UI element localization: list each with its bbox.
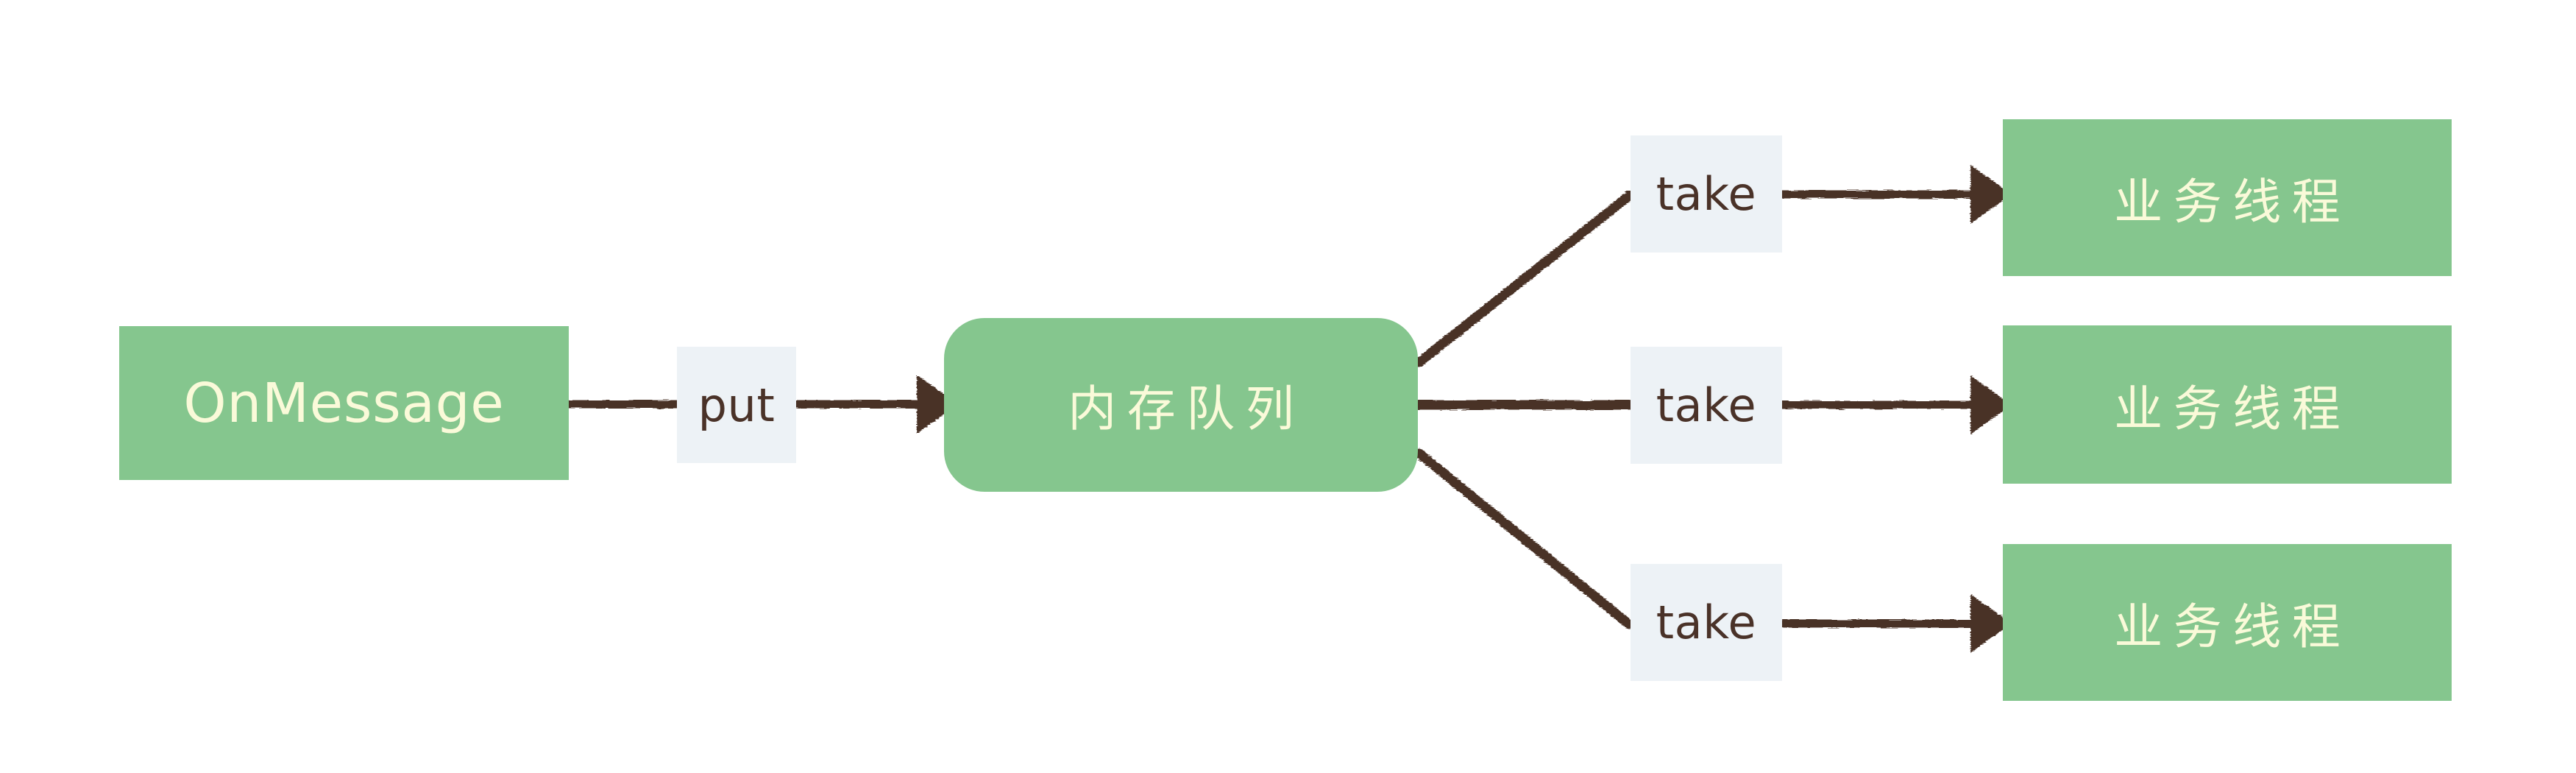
edge-label-take-3[interactable]: take [1631,564,1782,681]
node-queue[interactable]: 内存队列 [944,318,1418,492]
node-worker-1-label: 业务线程 [2114,173,2352,230]
node-worker-1[interactable]: 业务线程 [2003,119,2452,276]
edge-label-put-text: put [698,378,776,432]
arrowhead-take2 [1970,375,2012,434]
node-queue-label: 内存队列 [1068,381,1305,437]
edge-take3-segment-left [1414,448,1634,629]
edge-label-take-1-text: take [1656,167,1757,221]
arrowhead-take1 [1970,165,2012,224]
edge-label-put[interactable]: put [677,347,796,463]
edge-take1-segment-left [1414,191,1634,367]
arrowhead-take3 [1970,594,2012,653]
edge-label-take-1[interactable]: take [1631,135,1782,253]
arrowhead-put [917,375,958,434]
edge-label-take-2[interactable]: take [1631,347,1782,464]
node-worker-3-label: 业务线程 [2114,598,2352,655]
node-onmessage-label: OnMessage [183,371,505,435]
node-worker-3[interactable]: 业务线程 [2003,544,2452,701]
node-worker-2[interactable]: 业务线程 [2003,325,2452,484]
edge-label-take-2-text: take [1656,378,1757,432]
node-worker-2-label: 业务线程 [2114,380,2352,437]
node-onmessage[interactable]: OnMessage [119,326,569,480]
edge-label-take-3-text: take [1656,596,1757,649]
